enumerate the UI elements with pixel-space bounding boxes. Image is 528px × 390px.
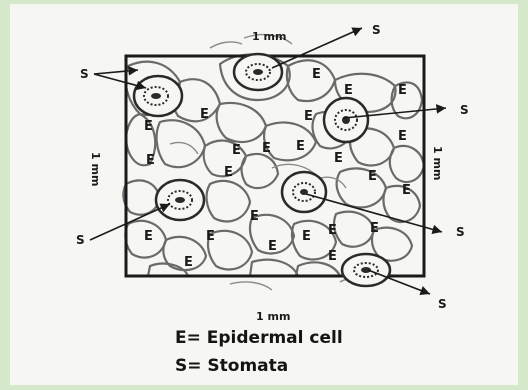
right-dimension-label: 1 mm bbox=[431, 146, 444, 180]
stoma-right bbox=[324, 98, 368, 142]
epidermal-label: E bbox=[312, 67, 321, 82]
epidermal-label: E bbox=[296, 139, 305, 154]
epidermal-label: E bbox=[262, 141, 271, 156]
stoma-label: S bbox=[76, 233, 85, 247]
epidermal-label: E bbox=[398, 83, 407, 98]
stoma-left bbox=[156, 180, 204, 220]
epidermal-label: E bbox=[302, 229, 311, 244]
legend-stomata: S= Stomata bbox=[175, 356, 435, 376]
epidermal-label: E bbox=[370, 221, 379, 236]
top-dimension-label: 1 mm bbox=[252, 30, 286, 43]
epidermal-label: E bbox=[144, 229, 153, 244]
epidermal-label: E bbox=[402, 183, 411, 198]
epidermal-label: E bbox=[328, 223, 337, 238]
stoma-top-center bbox=[234, 54, 282, 90]
left-dimension-label: 1 mm bbox=[89, 152, 102, 186]
epidermal-label: E bbox=[232, 143, 241, 158]
epidermal-label: E bbox=[328, 249, 337, 264]
stoma-top-left bbox=[134, 76, 182, 116]
epidermal-label: E bbox=[184, 255, 193, 270]
stoma-label: S bbox=[456, 225, 465, 239]
epidermal-label: E bbox=[304, 109, 313, 124]
epidermal-label: E bbox=[250, 209, 259, 224]
legend-epidermal: E= Epidermal cell bbox=[175, 328, 435, 348]
epidermal-label: E bbox=[268, 239, 277, 254]
epidermal-label: E bbox=[398, 129, 407, 144]
epidermal-label: E bbox=[344, 83, 353, 98]
epidermal-label: E bbox=[224, 165, 233, 180]
epidermal-label: E bbox=[334, 151, 343, 166]
epidermal-label: E bbox=[144, 119, 153, 134]
epidermal-label: E bbox=[146, 153, 155, 168]
stoma-label: S bbox=[438, 297, 447, 311]
epidermal-label: E bbox=[368, 169, 377, 184]
epidermal-label: E bbox=[200, 107, 209, 122]
figure-panel: S S S S S S E E E E E E E E E E E E E E … bbox=[10, 4, 518, 385]
bottom-dimension-label: 1 mm bbox=[256, 310, 290, 323]
stoma-center bbox=[282, 172, 326, 212]
stoma-label: S bbox=[460, 103, 469, 117]
epidermal-label: E bbox=[206, 229, 215, 244]
stoma-label: S bbox=[80, 67, 89, 81]
stoma-label: S bbox=[372, 23, 381, 37]
stoma-bottom-right bbox=[342, 254, 390, 286]
